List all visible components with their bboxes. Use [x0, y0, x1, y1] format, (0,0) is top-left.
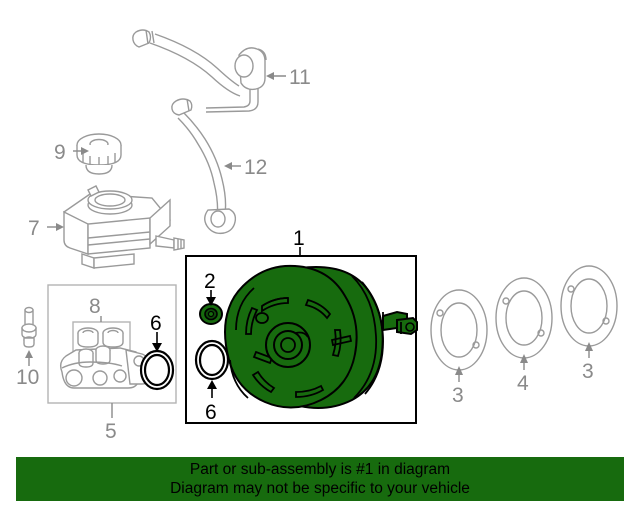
part-vacuum-line: 12 [171, 98, 267, 235]
callout-label-9: 9 [54, 141, 66, 164]
part-booster-o-ring: 6 [194, 339, 230, 424]
part-fluid-level-sensor: 10 [16, 306, 39, 389]
callout-label-1: 1 [293, 227, 305, 250]
group-master-cylinder-assembly: 8 [47, 284, 177, 443]
part-booster-gasket-left: 3 [430, 289, 488, 407]
callout-label-11: 11 [289, 66, 311, 89]
banner-line-2: Diagram may not be specific to your vehi… [170, 480, 470, 497]
callout-label-3-right: 3 [582, 360, 594, 383]
part-vacuum-hose-check-valve: 11 [132, 29, 311, 113]
banner-line-1: Part or sub-assembly is #1 in diagram [189, 461, 451, 478]
part-brake-booster-body [224, 264, 418, 409]
info-banner: Part or sub-assembly is #1 in diagram Di… [16, 457, 624, 501]
group-brake-booster-assembly: 1 2 6 [185, 227, 418, 424]
callout-label-3-left: 3 [452, 384, 464, 407]
callout-label-6-master: 6 [150, 312, 162, 335]
callout-label-12: 12 [244, 156, 267, 179]
part-booster-gasket-right: 3 [560, 265, 618, 383]
part-reservoir-cap: 9 [54, 133, 122, 175]
part-master-cylinder-body [59, 345, 149, 389]
part-brake-fluid-reservoir: 7 [28, 185, 185, 269]
part-master-cylinder-o-ring: 6 [139, 312, 175, 391]
callout-label-8: 8 [89, 295, 101, 318]
callout-label-6-booster: 6 [205, 401, 217, 424]
part-booster-gasket-center: 4 [495, 277, 553, 395]
callout-label-5: 5 [105, 420, 117, 443]
part-check-valve-grommet: 2 [199, 270, 223, 325]
part-reservoir-grommets: 8 [72, 295, 131, 354]
callout-label-4: 4 [517, 372, 529, 395]
callout-label-7: 7 [28, 217, 40, 240]
callout-label-10: 10 [16, 366, 39, 389]
callout-label-2: 2 [204, 270, 216, 293]
